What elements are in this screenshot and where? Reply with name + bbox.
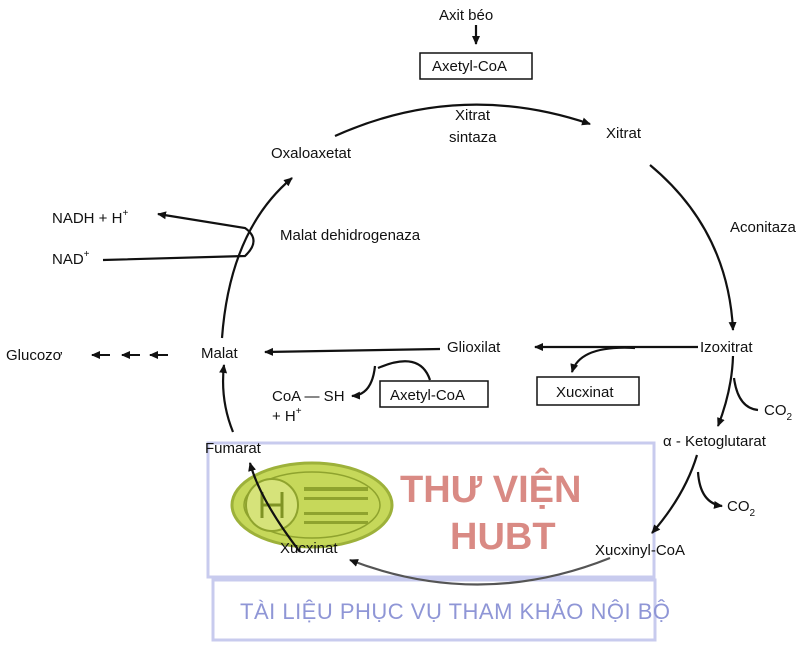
isocitrate-label: Izoxitrat (700, 339, 753, 356)
glyoxylate-label: Glioxilat (447, 339, 501, 356)
arrow-coa-release (351, 365, 377, 400)
malate-dehydrogenase-label: Malat dehidrogenaza (280, 227, 421, 244)
library-logo (230, 461, 394, 549)
malate-label: Malat (201, 345, 239, 362)
co2-label-1: CO2 (764, 402, 793, 423)
h-plus-label: + H+ (272, 406, 302, 425)
citrate-synthase-label-1: Xitrat (455, 107, 491, 124)
arrow-ketoglutarate-to-succinylcoa (651, 454, 699, 534)
arrow-succinylcoa-to-succinate (349, 556, 611, 586)
arrow-citrate-to-isocitrate (649, 164, 737, 331)
watermark-caption: TÀI LIỆU PHỤC VỤ THAM KHẢO NỘI BỘ (240, 599, 671, 624)
fumarate-label: Fumarat (205, 440, 262, 457)
arrow-succinate-to-fumarate (248, 462, 301, 553)
arrow-nad-to-nadh (102, 211, 255, 262)
arrow-co2-release-2 (696, 471, 723, 509)
acetyl-coa-top-label: Axetyl-CoA (432, 58, 507, 75)
arrow-glyoxylate-to-malate (264, 347, 441, 356)
watermark-title: THƯ VIỆN (400, 467, 581, 511)
cycle-arrows (102, 25, 759, 586)
succinate-box (536, 376, 640, 406)
co2-label-2: CO2 (727, 498, 756, 519)
arrow-acetylcoa-consumed (377, 360, 432, 381)
arrow-co2-release-1 (732, 377, 759, 412)
acetyl-coa-mid-label: Axetyl-CoA (390, 387, 465, 404)
succinate-box-label: Xucxinat (556, 384, 614, 401)
succinate-label: Xucxinat (280, 540, 338, 557)
acetyl-coa-top-box (419, 52, 533, 80)
oxaloacetate-label: Oxaloaxetat (271, 145, 352, 162)
nadh-label: NADH + H+ (52, 208, 128, 227)
glucose-label: Glucozơ (6, 347, 63, 364)
arrow-isocitrate-to-ketoglutarate (716, 355, 735, 427)
coa-sh-label: CoA — SH (272, 388, 345, 405)
succinyl-coa-label: Xucxinyl-CoA (595, 542, 685, 559)
nad-label: NAD+ (52, 249, 90, 268)
arrow-malate-to-oxaloacetate (220, 177, 293, 339)
alpha-ketoglutarate-label: α - Ketoglutarat (663, 433, 767, 450)
citrate-label: Xitrat (606, 125, 642, 142)
watermark-subtitle: HUBT (450, 516, 556, 558)
arrow-fumarate-to-malate (219, 364, 235, 433)
arrow-oxaloacetate-to-citrate (334, 103, 591, 138)
aconitase-label: Aconitaza (730, 219, 797, 236)
watermark-lower-panel (211, 578, 657, 642)
acetyl-coa-mid-box (379, 380, 489, 408)
watermark: THƯ VIỆN HUBT TÀI LIỆU PHỤC VỤ THAM KHẢO… (206, 441, 671, 642)
citrate-synthase-label-2: sintaza (449, 129, 497, 146)
arrow-isocitrate-to-succinate (570, 346, 636, 373)
fatty-acid-label: Axit béo (439, 7, 493, 24)
